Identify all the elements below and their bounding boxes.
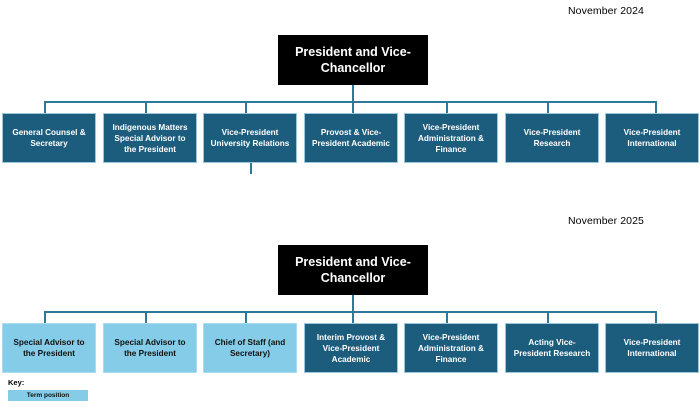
node-vice-president-administration-finance-2025[interactable]: Vice-President Administration & Finance <box>404 323 498 373</box>
node-row-2024: General Counsel & Secretary Indigenous M… <box>0 113 700 163</box>
org-chart-2025: November 2025 President and Vice-Chancel… <box>0 210 700 409</box>
node-special-advisor-to-the-president-1[interactable]: Special Advisor to the President <box>2 323 96 373</box>
legend-key: Key: Term position <box>8 378 88 401</box>
connector-drop-2025-6 <box>547 311 549 323</box>
node-chief-of-staff-and-secretary[interactable]: Chief of Staff (and Secretary) <box>203 323 297 373</box>
connector-drop-2025-1 <box>44 311 46 323</box>
connector-drop-5 <box>446 101 448 113</box>
chart-date-label-2024: November 2024 <box>567 5 644 17</box>
connector-stub-university-relations <box>250 163 252 174</box>
node-vice-president-international-2025[interactable]: Vice-President International <box>605 323 699 373</box>
connector-horizontal-rail <box>44 101 656 103</box>
connector-horizontal-rail-2025 <box>44 311 656 313</box>
root-node-president-vice-chancellor-2025[interactable]: President and Vice-Chancellor <box>278 245 428 295</box>
node-vice-president-administration-finance[interactable]: Vice-President Administration & Finance <box>404 113 498 163</box>
node-row-2025: Special Advisor to the President Special… <box>0 323 700 373</box>
connector-drop-2025-2 <box>145 311 147 323</box>
node-provost-vice-president-academic[interactable]: Provost & Vice-President Academic <box>304 113 398 163</box>
connector-drop-3 <box>245 101 247 113</box>
node-vice-president-university-relations[interactable]: Vice-President University Relations <box>203 113 297 163</box>
connector-drop-2 <box>145 101 147 113</box>
connector-drop-2025-4 <box>352 311 354 323</box>
legend-swatch-term-position: Term position <box>8 390 88 401</box>
connector-drop-2025-7 <box>655 311 657 323</box>
legend-title: Key: <box>8 378 25 387</box>
connector-root-vertical-2025 <box>352 295 354 312</box>
node-acting-vice-president-research[interactable]: Acting Vice-President Research <box>505 323 599 373</box>
node-interim-provost-vice-president-academic[interactable]: Interim Provost & Vice-President Academi… <box>304 323 398 373</box>
org-chart-2024: November 2024 President and Vice-Chancel… <box>0 5 700 174</box>
node-vice-president-research[interactable]: Vice-President Research <box>505 113 599 163</box>
chart-date-label-2025: November 2025 <box>567 215 644 227</box>
connector-drop-6 <box>547 101 549 113</box>
connector-drop-7 <box>655 101 657 113</box>
connector-drop-4 <box>352 101 354 113</box>
node-indigenous-matters-special-advisor[interactable]: Indigenous Matters Special Advisor to th… <box>103 113 197 163</box>
connector-drop-2025-5 <box>446 311 448 323</box>
connector-drop-1 <box>44 101 46 113</box>
connector-root-vertical <box>352 85 354 102</box>
node-vice-president-international[interactable]: Vice-President International <box>605 113 699 163</box>
node-special-advisor-to-the-president-2[interactable]: Special Advisor to the President <box>103 323 197 373</box>
root-node-president-vice-chancellor[interactable]: President and Vice-Chancellor <box>278 35 428 85</box>
node-general-counsel-secretary[interactable]: General Counsel & Secretary <box>2 113 96 163</box>
connector-drop-2025-3 <box>245 311 247 323</box>
